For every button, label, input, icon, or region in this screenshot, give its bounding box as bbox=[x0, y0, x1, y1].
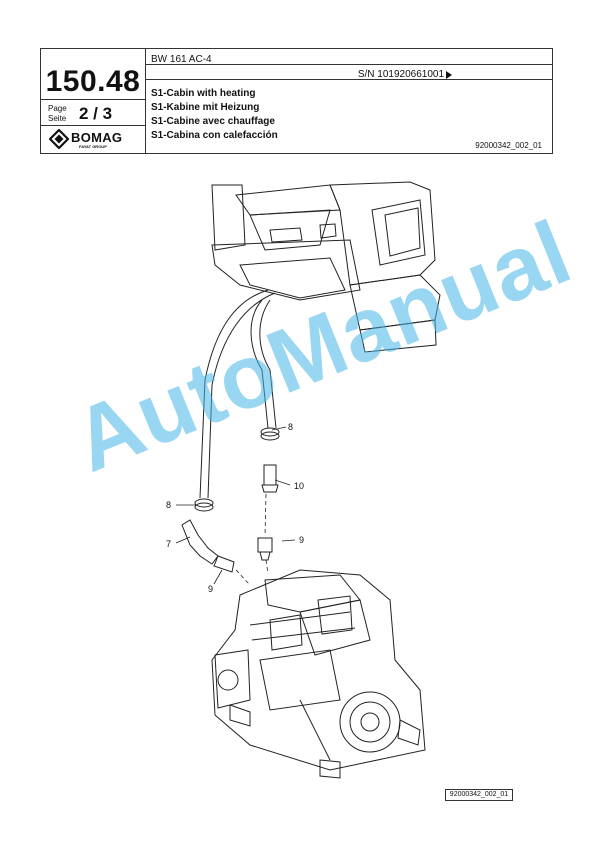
title-de: S1-Kabine mit Heizung bbox=[151, 102, 260, 113]
parts-drawing: 8 10 8 7 9 9 bbox=[166, 181, 441, 779]
page-index: 2 / 3 bbox=[79, 104, 113, 123]
title-es: S1-Cabina con calefacción bbox=[151, 130, 278, 141]
title-en: S1-Cabin with heating bbox=[151, 88, 256, 99]
callout-8: 8 bbox=[166, 500, 171, 510]
header-divider bbox=[146, 79, 553, 80]
callout-10: 10 bbox=[294, 481, 304, 491]
callout-9: 9 bbox=[208, 584, 213, 594]
callout-8: 8 bbox=[288, 422, 293, 432]
logo-subtext: FAYAT GROUP bbox=[79, 144, 107, 149]
page-number: 150.48 bbox=[45, 65, 141, 98]
title-list: S1-Cabin with heating S1-Kabine mit Heiz… bbox=[151, 87, 278, 143]
page-label: Page bbox=[48, 104, 67, 113]
seite-label: Seite bbox=[48, 114, 67, 123]
header-divider bbox=[145, 49, 146, 153]
callout-9: 9 bbox=[299, 535, 304, 545]
engine-drawing bbox=[211, 569, 426, 779]
logo-text: BOMAG bbox=[71, 130, 123, 145]
header-divider bbox=[41, 99, 145, 100]
callout-7: 7 bbox=[166, 539, 171, 549]
leader-dashes bbox=[235, 493, 269, 586]
play-arrow-icon bbox=[446, 71, 452, 79]
bomag-logo: BOMAG FAYAT GROUP bbox=[49, 129, 141, 151]
header-divider bbox=[41, 125, 145, 126]
leader-lines bbox=[175, 426, 296, 585]
figure-id: 92000342_002_01 bbox=[445, 789, 513, 801]
doc-id: 92000342_002_01 bbox=[475, 141, 542, 150]
model-name: BW 161 AC-4 bbox=[151, 54, 212, 65]
cabin-drawing bbox=[211, 181, 441, 353]
header-table: 150.48 Page Seite 2 / 3 BOMAG FAYAT GROU… bbox=[40, 48, 553, 154]
bomag-logo-icon bbox=[49, 129, 69, 149]
title-fr: S1-Cabine avec chauffage bbox=[151, 116, 275, 127]
header-divider bbox=[146, 64, 553, 65]
serial-number: S/N 101920661001 bbox=[357, 69, 444, 80]
hoses bbox=[181, 289, 280, 573]
